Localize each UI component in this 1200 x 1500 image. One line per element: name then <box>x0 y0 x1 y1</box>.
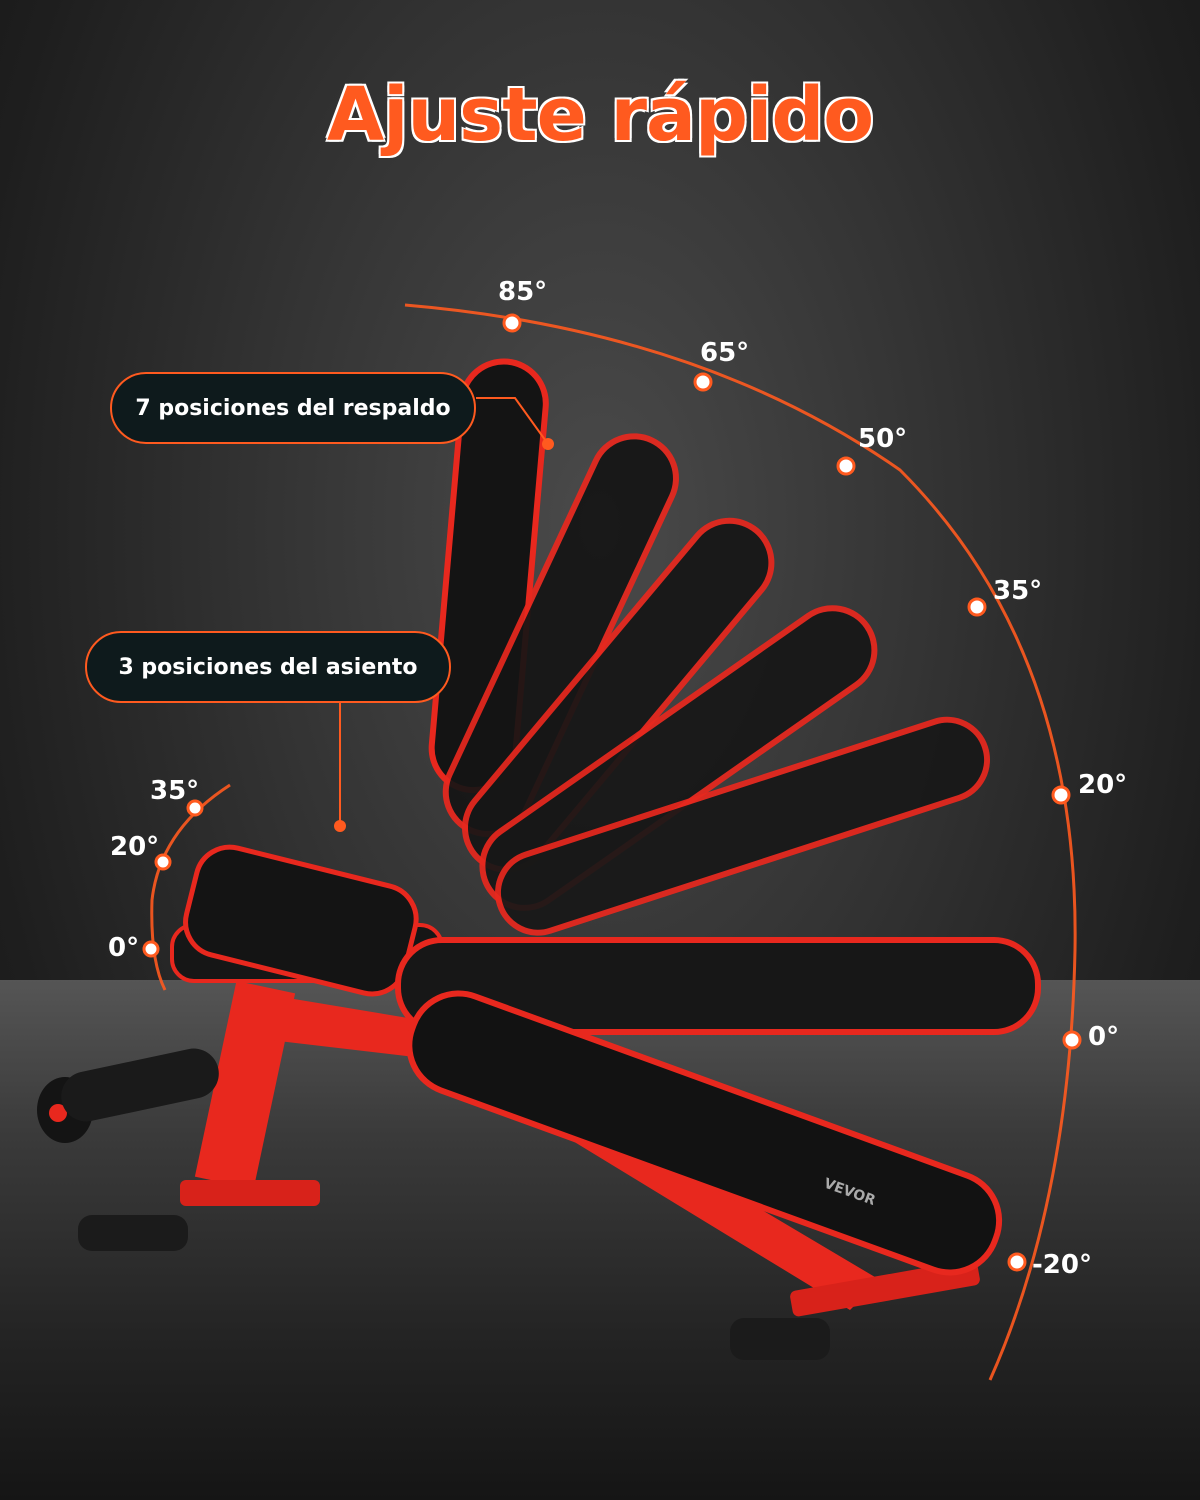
seat-marker-0 <box>142 940 160 958</box>
backrest-angle-label: 35° <box>993 576 1043 606</box>
backrest-angle-label: 20° <box>1078 770 1128 800</box>
marker-35 <box>967 597 987 617</box>
backrest-angle-arc <box>404 303 1077 1381</box>
marker-50 <box>836 456 856 476</box>
seat-marker-35 <box>186 799 204 817</box>
backrest-angle-label: 85° <box>498 277 548 307</box>
backrest-positions-callout: 7 posiciones del respaldo <box>110 372 476 444</box>
seat-marker-20 <box>154 853 172 871</box>
backrest-pad-35 <box>479 605 878 911</box>
seat-angle-markers <box>142 799 204 958</box>
marker-0 <box>1062 1030 1082 1050</box>
backrest-pad-minus-20: VEVOR <box>406 990 1003 1276</box>
marker-20 <box>1051 785 1071 805</box>
marker-85 <box>502 313 522 333</box>
seat-pad-raised <box>183 844 419 997</box>
seat-angle-label: 20° <box>110 832 160 862</box>
backrest-pad-0 <box>395 937 1041 1035</box>
backrest-angle-markers <box>502 313 1082 1272</box>
seat-angle-label: 0° <box>108 933 140 963</box>
seat-angle-label: 35° <box>150 776 200 806</box>
headline: Ajuste rápido <box>326 72 874 158</box>
backrest-callout-leader <box>476 397 549 445</box>
backrest-angle-label: 50° <box>858 424 908 454</box>
bench-frame <box>37 980 980 1360</box>
marker-minus-20 <box>1007 1252 1027 1272</box>
backrest-angle-label: 0° <box>1088 1022 1120 1052</box>
backrest-pad-20 <box>495 716 990 936</box>
backrest-angle-label: -20° <box>1032 1250 1092 1280</box>
seat-positions-callout: 3 posiciones del asiento <box>85 631 451 703</box>
backrest-angle-label: 65° <box>700 338 750 368</box>
marker-65 <box>693 372 713 392</box>
